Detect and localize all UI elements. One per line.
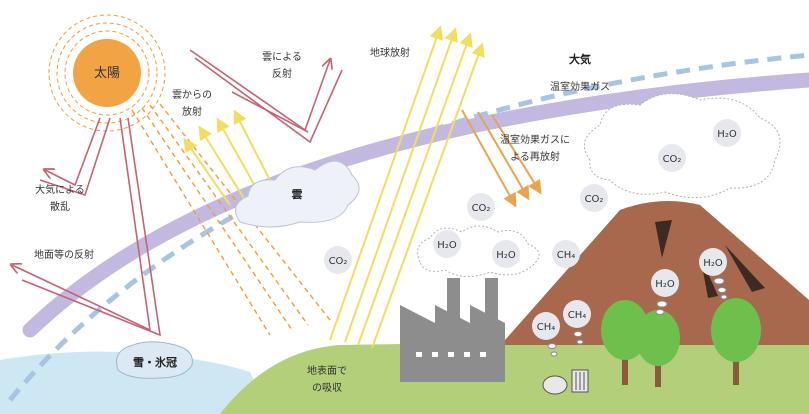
surface-absorption-label-2: の吸収 xyxy=(312,382,342,394)
cloud-label: 雲 xyxy=(292,188,303,201)
gas-label-h2o: H₂O xyxy=(655,279,675,290)
gas-label-co2: CO₂ xyxy=(585,194,604,205)
cloud-emission-label-2: 放射 xyxy=(182,105,202,118)
bubble-trails xyxy=(547,277,728,357)
sun-label: 太陽 xyxy=(94,66,120,81)
gas-label-ch4: CH₄ xyxy=(568,310,587,321)
sun xyxy=(48,14,166,132)
gas-label-co2: CO₂ xyxy=(329,256,348,267)
gas-label-h2o: H₂O xyxy=(703,258,723,269)
ghg-reemission-label-2: よる再放射 xyxy=(510,150,560,163)
gas-label-h2o: H₂O xyxy=(496,250,516,261)
surface-absorption-label-1: 地表面で xyxy=(307,364,347,377)
gas-bubbles xyxy=(324,119,741,340)
ghg-reemission-arrows xyxy=(461,109,542,208)
gas-label-h2o: H₂O xyxy=(437,240,457,251)
atmosphere-scatter-label-2: 散乱 xyxy=(50,200,70,213)
gas-label-h2o: H₂O xyxy=(717,129,737,140)
reflection-arrows xyxy=(12,49,343,337)
lava-streak xyxy=(655,220,672,258)
snow-ice-cap-label: 雪・氷冠 xyxy=(133,355,177,369)
trees xyxy=(601,298,761,387)
sea xyxy=(0,351,270,414)
gas-label-co2: CO₂ xyxy=(663,154,682,165)
factory xyxy=(400,278,505,382)
ghg-reemission-label-1: 温室効果ガスに xyxy=(500,133,570,146)
cloud-reflection-label-1: 雲による xyxy=(262,51,302,63)
cloud xyxy=(235,160,360,228)
snow-ice-cap xyxy=(116,341,193,379)
greenhouse-gas-label: 温室効果ガス xyxy=(550,80,610,93)
upper-right-cloud xyxy=(583,93,781,199)
atmosphere-scatter-label-1: 大気による xyxy=(35,183,85,196)
gas-label-ch4: CH₄ xyxy=(537,322,556,333)
lava-streak xyxy=(725,245,765,292)
cloud-emission-label-1: 雲からの xyxy=(172,89,212,101)
trash-bin xyxy=(542,369,589,395)
cloud-reflection-label-2: 反射 xyxy=(272,68,292,80)
gas-label-co2: CO₂ xyxy=(472,203,491,214)
earth-emission-label: 地球放射 xyxy=(370,46,410,59)
earth-radiation-arrows xyxy=(329,25,485,349)
atmosphere-label: 大気 xyxy=(569,52,591,66)
cloud-emission-arrows xyxy=(183,109,276,206)
ground-reflection-label: 地面等の反射 xyxy=(34,248,94,261)
gas-label-ch4: CH₄ xyxy=(557,250,576,261)
